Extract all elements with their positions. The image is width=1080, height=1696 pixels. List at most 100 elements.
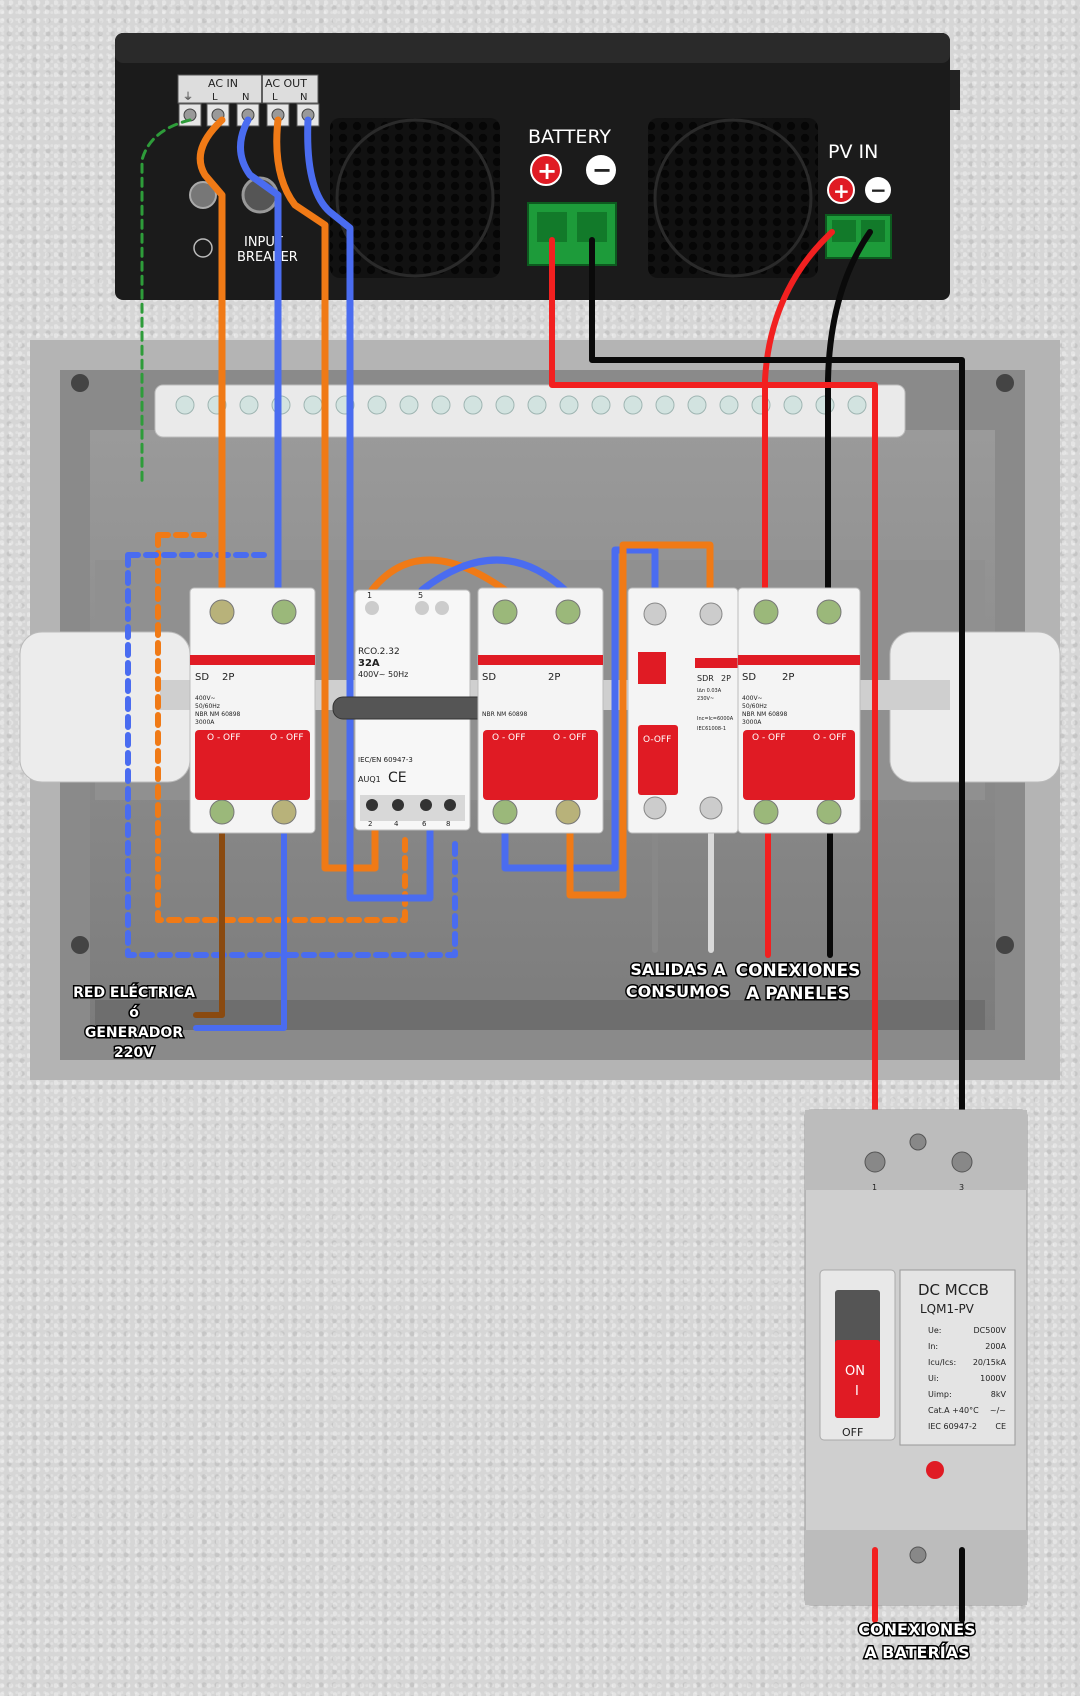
inverter-top-edge <box>115 33 950 63</box>
bus-screw-icon <box>783 395 803 415</box>
breaker-spec: NBR NM 60898 <box>482 711 528 718</box>
screw-terminal-icon <box>209 799 235 825</box>
wire-pv-positive <box>762 229 835 593</box>
rcd-spec: I∆n 0.03A <box>697 688 722 694</box>
wire-arc-phase <box>368 556 509 594</box>
label-line: RED ELÉCTRICA <box>73 984 195 1001</box>
battery-plus-icon <box>530 154 562 186</box>
rcd-toggle[interactable] <box>638 725 678 795</box>
mccb-spec-value: CE <box>995 1422 1006 1431</box>
ac-in-group-label: AC IN <box>208 77 238 90</box>
bus-screw-icon <box>719 395 739 415</box>
breaker-toggle[interactable] <box>195 730 310 800</box>
mccb-spec-key: IEC 60947-2 <box>928 1422 977 1431</box>
screw-terminal-icon <box>816 599 842 625</box>
screw-terminal-icon <box>271 799 297 825</box>
wires-behind <box>125 116 965 1158</box>
changeover-terminal-label: 4 <box>394 820 399 828</box>
battery-label: BATTERY <box>528 126 611 148</box>
ac-out-group-label: AC OUT <box>265 77 307 90</box>
mccb-model: LQM1-PV <box>920 1302 975 1316</box>
pv-terminal-pos-slot <box>832 220 856 242</box>
mccb-spec-value: ~/~ <box>990 1406 1006 1415</box>
wire-ac-out-neutral <box>304 116 434 902</box>
battery-minus-symbol: − <box>592 156 612 184</box>
screw-terminal-icon <box>555 799 581 825</box>
bus-screw-icon <box>303 395 323 415</box>
screw-terminal-icon <box>365 601 379 615</box>
rcd-body <box>627 587 739 834</box>
mccb-spec-value: 8kV <box>991 1390 1007 1399</box>
breaker-spec: NBR NM 60898 <box>195 711 241 718</box>
mccb-terminal-label: 1 <box>872 1183 877 1192</box>
bus-screw-icon <box>847 395 867 415</box>
changeover-handle[interactable] <box>332 696 494 720</box>
label-line: CONEXIONES <box>736 961 861 981</box>
rcd-test-button[interactable] <box>638 652 666 684</box>
screw-terminal-icon <box>420 799 432 811</box>
fan-left-icon <box>330 118 500 278</box>
wire-mains-neutral <box>193 817 287 1031</box>
label-line: ó <box>129 1005 139 1021</box>
battery-minus-icon <box>586 155 616 185</box>
changeover-switch: 1 5 RCO.2.32 32A 400V~ 50Hz IEC/EN 60947… <box>332 589 494 831</box>
wire-mains-phase <box>193 817 225 1018</box>
breaker-toggle[interactable] <box>483 730 598 800</box>
breaker-stripe <box>190 655 315 665</box>
inverter-side-tab <box>950 70 960 110</box>
screw-terminal-icon <box>392 799 404 811</box>
breaker-toggle[interactable] <box>743 730 855 800</box>
breaker-pv: SD 2P 400V~ 50/60Hz NBR NM 60898 3000A O… <box>737 587 861 834</box>
breaker-spec: 400V~ <box>195 695 216 702</box>
breaker-spec: 50/60Hz <box>195 703 220 710</box>
screw-terminal-icon <box>492 799 518 825</box>
mccb-spec-key: Uimp: <box>928 1390 952 1399</box>
mccb-handle-on-zone <box>835 1340 880 1418</box>
wire-ac-out-phase <box>273 116 379 872</box>
mccb-spec-value: DC500V <box>974 1326 1007 1335</box>
changeover-terminal-label: 6 <box>422 820 427 828</box>
changeover-code: AUQ1 <box>358 775 381 784</box>
wire-out-phase-rcd <box>566 541 714 899</box>
mccb-spec-list: Ue:DC500VIn:200AIcu/Ics:20/15kAUi:1000VU… <box>928 1326 1007 1431</box>
bus-screw-icon <box>559 395 579 415</box>
rcd-stripe <box>695 658 738 668</box>
changeover-terminal-label: 1 <box>367 591 372 600</box>
breaker-poles: 2P <box>548 672 560 683</box>
screw-terminal-icon <box>415 601 429 615</box>
changeover-voltage: 400V~ 50Hz <box>358 670 408 679</box>
label-line: A PANELES <box>746 984 850 1004</box>
breaker-poles: 2P <box>222 672 234 683</box>
terminal-label-in-n: N <box>242 92 249 103</box>
wire-battery-positive <box>549 237 878 1158</box>
breaker-off-label: O - OFF <box>752 733 786 743</box>
mccb-spec-value: 1000V <box>980 1374 1006 1383</box>
rcd-spec: IEC61008-1 <box>697 726 726 732</box>
battery-plus-symbol: + <box>537 157 557 185</box>
breaker-brand: SD <box>482 672 496 683</box>
label-line: CONEXIONES <box>858 1620 975 1639</box>
breaker-spec: NBR NM 60898 <box>742 711 788 718</box>
earth-symbol-icon <box>193 238 213 258</box>
screw-terminal-icon <box>699 602 723 626</box>
mccb-bottom-terminals <box>805 1530 1027 1605</box>
breaker-stripe <box>478 655 603 665</box>
screw-terminal-icon <box>909 1546 927 1564</box>
callout-consumer-outputs: SALIDAS A CONSUMOS <box>624 959 731 1003</box>
screw-terminal-icon <box>951 1151 973 1173</box>
bus-screw-icon <box>431 395 451 415</box>
bus-screw-icon <box>239 395 259 415</box>
callout-panel-connections: CONEXIONES A PANELES <box>734 960 862 1006</box>
mccb-spec-key: Icu/Ics: <box>928 1358 956 1367</box>
screw-terminal-icon <box>366 799 378 811</box>
label-line: 220V <box>114 1045 154 1061</box>
screw-terminal-icon <box>864 1151 886 1173</box>
label-line: GENERADOR <box>85 1025 183 1041</box>
changeover-standard: IEC/EN 60947-3 <box>358 756 413 764</box>
mccb-trip-button[interactable] <box>926 1461 944 1479</box>
bus-screw-icon <box>527 395 547 415</box>
mccb-on-mark: I <box>855 1384 859 1399</box>
enclosure-screw <box>71 936 89 954</box>
rcd-off-label: O-OFF <box>643 735 671 745</box>
